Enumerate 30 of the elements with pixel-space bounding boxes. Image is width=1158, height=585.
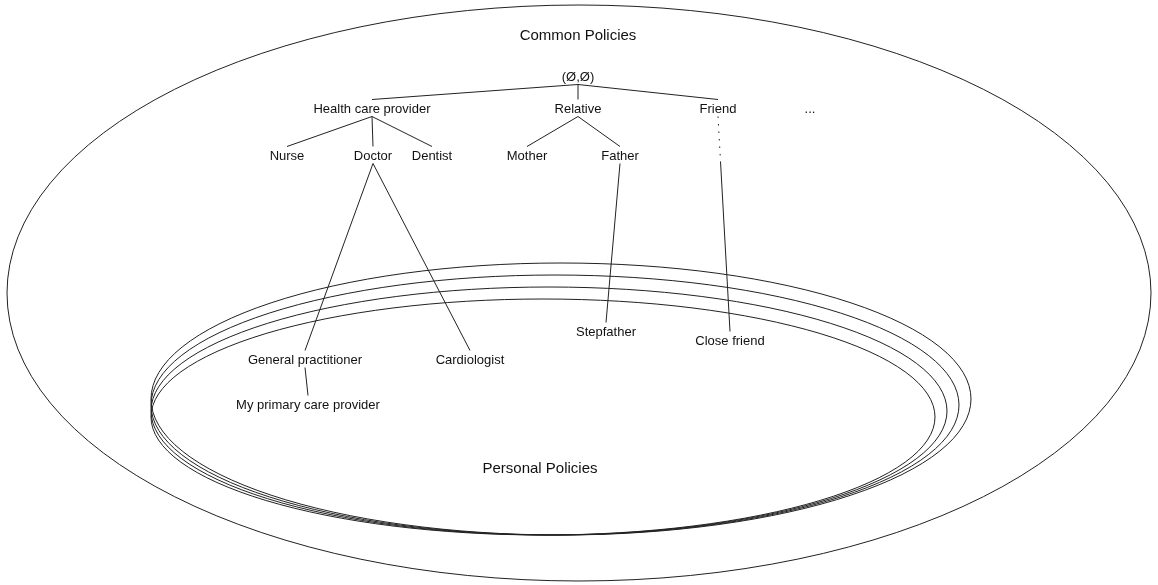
tree-line bbox=[371, 84, 579, 100]
hierarchy-label: Health care provider bbox=[313, 100, 431, 116]
hierarchy-label: General practitioner bbox=[247, 351, 363, 367]
hierarchy-label: Mother bbox=[506, 147, 548, 163]
hierarchy-label: My primary care provider bbox=[236, 396, 380, 412]
tree-line bbox=[304, 163, 374, 351]
hierarchy-label: Father bbox=[601, 147, 639, 163]
tree-line bbox=[577, 84, 719, 100]
ellipsis-text: ... bbox=[804, 100, 816, 116]
region-title: Personal Policies bbox=[482, 459, 598, 475]
dotted-tree-line bbox=[717, 116, 731, 332]
hierarchy-label: Nurse bbox=[269, 147, 305, 163]
tree-line bbox=[526, 116, 579, 147]
tree-line bbox=[577, 84, 579, 100]
tree-line bbox=[577, 116, 621, 147]
tree-line bbox=[304, 367, 309, 396]
tree-line bbox=[371, 116, 433, 147]
hierarchy-label: Stepfather bbox=[576, 323, 636, 339]
tree-line bbox=[371, 116, 374, 147]
tree-line bbox=[372, 163, 471, 351]
hierarchy-label: Close friend bbox=[695, 332, 765, 348]
hierarchy-label: Doctor bbox=[353, 147, 393, 163]
region-title: Common Policies bbox=[519, 26, 637, 42]
hierarchy-label: (Ø,Ø) bbox=[561, 68, 595, 84]
hierarchy-label: Cardiologist bbox=[435, 351, 505, 367]
tree-line bbox=[286, 116, 373, 147]
hierarchy-label: Relative bbox=[554, 100, 602, 116]
hierarchy-label: Friend bbox=[699, 100, 737, 116]
hierarchy-label: Dentist bbox=[411, 147, 453, 163]
tree-line bbox=[605, 163, 621, 323]
